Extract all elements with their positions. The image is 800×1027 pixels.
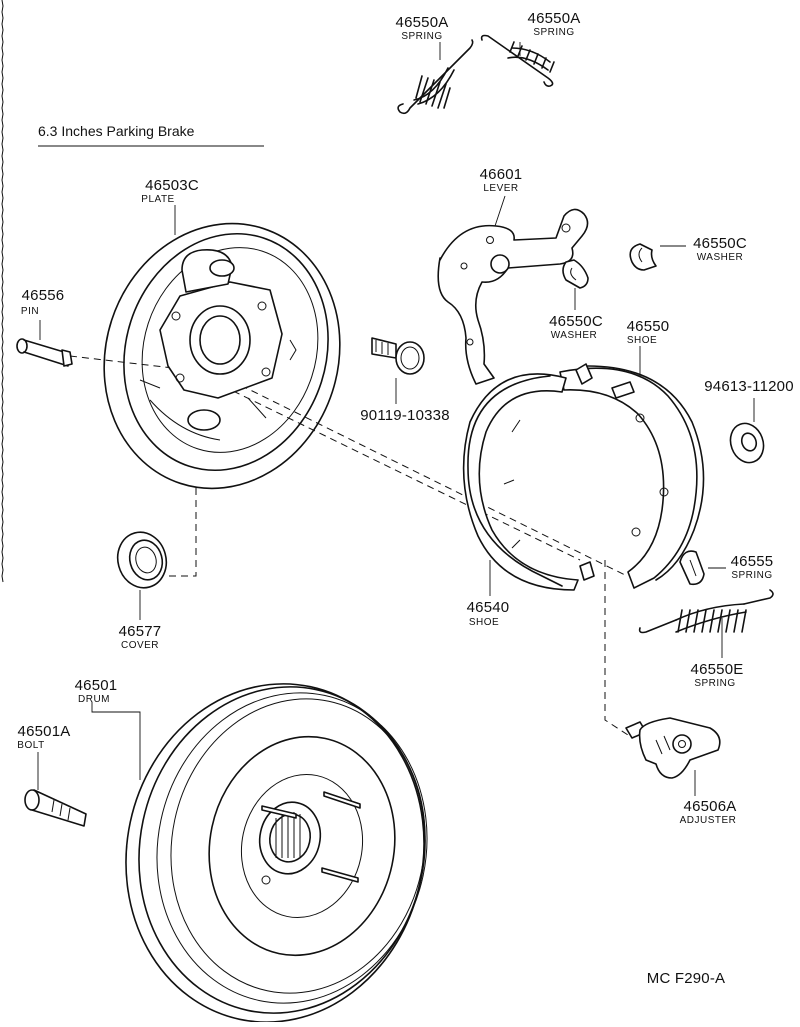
svg-text:WASHER: WASHER [697, 252, 744, 263]
svg-text:DRUM: DRUM [78, 694, 110, 705]
svg-text:46501: 46501 [75, 677, 118, 694]
svg-text:46506A: 46506A [684, 798, 737, 815]
svg-text:46577: 46577 [119, 623, 162, 640]
svg-text:ADJUSTER: ADJUSTER [680, 815, 737, 826]
svg-text:SPRING: SPRING [694, 678, 735, 689]
drum-drawing [125, 683, 428, 1023]
spring-46550a-left-drawing [397, 39, 474, 115]
svg-text:SHOE: SHOE [627, 335, 657, 346]
assembly-lines [69, 355, 629, 736]
part-label-bolt-46501a: 46501A BOLT [17, 723, 70, 751]
washer-94613-drawing [729, 422, 765, 464]
svg-text:46503C: 46503C [145, 177, 199, 194]
svg-text:LEVER: LEVER [483, 183, 518, 194]
part-label-cover: 46577 COVER [119, 623, 162, 651]
bolt-46501a-drawing [24, 789, 87, 827]
svg-text:PIN: PIN [21, 306, 39, 317]
svg-text:BOLT: BOLT [17, 740, 44, 751]
svg-text:SPRING: SPRING [731, 570, 772, 581]
svg-text:46550C: 46550C [693, 235, 747, 252]
part-label-plate: 46503C PLATE [141, 177, 199, 205]
part-label-shoe-46550: 46550 SHOE [627, 318, 670, 346]
part-label-washer-46550c-center: 46550C WASHER [549, 313, 603, 341]
svg-text:46555: 46555 [731, 553, 774, 570]
lever-drawing [437, 208, 589, 385]
shoe-46550-drawing [559, 365, 705, 589]
svg-text:WASHER: WASHER [551, 330, 598, 341]
part-label-spring-46550a-right: 46550A SPRING [528, 10, 581, 38]
svg-text:46550A: 46550A [528, 10, 581, 27]
svg-text:46601: 46601 [480, 166, 523, 183]
svg-text:46550A: 46550A [396, 14, 449, 31]
shoe-46540-drawing [462, 363, 595, 591]
part-label-drum: 46501 DRUM [75, 677, 118, 705]
svg-text:SPRING: SPRING [401, 31, 442, 42]
spring-46550a-right-drawing [480, 34, 555, 87]
part-label-adjuster: 46506A ADJUSTER [680, 798, 737, 826]
part-label-washer-46550c-right: 46550C WASHER [693, 235, 747, 263]
svg-text:46550: 46550 [627, 318, 670, 335]
svg-text:COVER: COVER [121, 640, 159, 651]
washer-46550c-right-drawing [629, 243, 657, 271]
svg-text:46550E: 46550E [691, 661, 744, 678]
adjuster-drawing [625, 717, 721, 779]
part-label-pin: 46556 PIN [21, 287, 64, 317]
spring-46555-drawing [679, 550, 705, 586]
spring-46550e-drawing [638, 589, 774, 634]
svg-text:94613-11200: 94613-11200 [704, 378, 794, 395]
part-label-shoe-46540: 46540 SHOE [467, 599, 510, 628]
part-label-washer-94613: 94613-11200 [704, 378, 794, 395]
bolt-90119-drawing [371, 337, 425, 375]
svg-text:SHOE: SHOE [469, 617, 499, 628]
cover-drawing [116, 531, 168, 589]
pin-drawing [16, 338, 73, 367]
scan-edge [1, 0, 4, 583]
part-label-lever: 46601 LEVER [480, 166, 523, 194]
leader-lines [37, 42, 755, 796]
figure-code: MC F290-A [647, 970, 726, 987]
part-label-spring-46550e: 46550E SPRING [691, 661, 744, 689]
washer-46550c-center-drawing [562, 259, 589, 289]
svg-text:46550C: 46550C [549, 313, 603, 330]
plate-drawing [103, 222, 341, 490]
part-label-spring-46555: 46555 SPRING [731, 553, 774, 581]
svg-text:46556: 46556 [22, 287, 65, 304]
diagram-heading: 6.3 Inches Parking Brake [38, 123, 195, 139]
part-label-spring-46550a-left: 46550A SPRING [396, 14, 449, 42]
svg-text:90119-10338: 90119-10338 [360, 407, 450, 424]
svg-text:PLATE: PLATE [141, 194, 174, 205]
part-label-bolt-90119: 90119-10338 [360, 407, 450, 424]
svg-text:46501A: 46501A [18, 723, 71, 740]
svg-text:46540: 46540 [467, 599, 510, 616]
svg-text:SPRING: SPRING [533, 27, 574, 38]
